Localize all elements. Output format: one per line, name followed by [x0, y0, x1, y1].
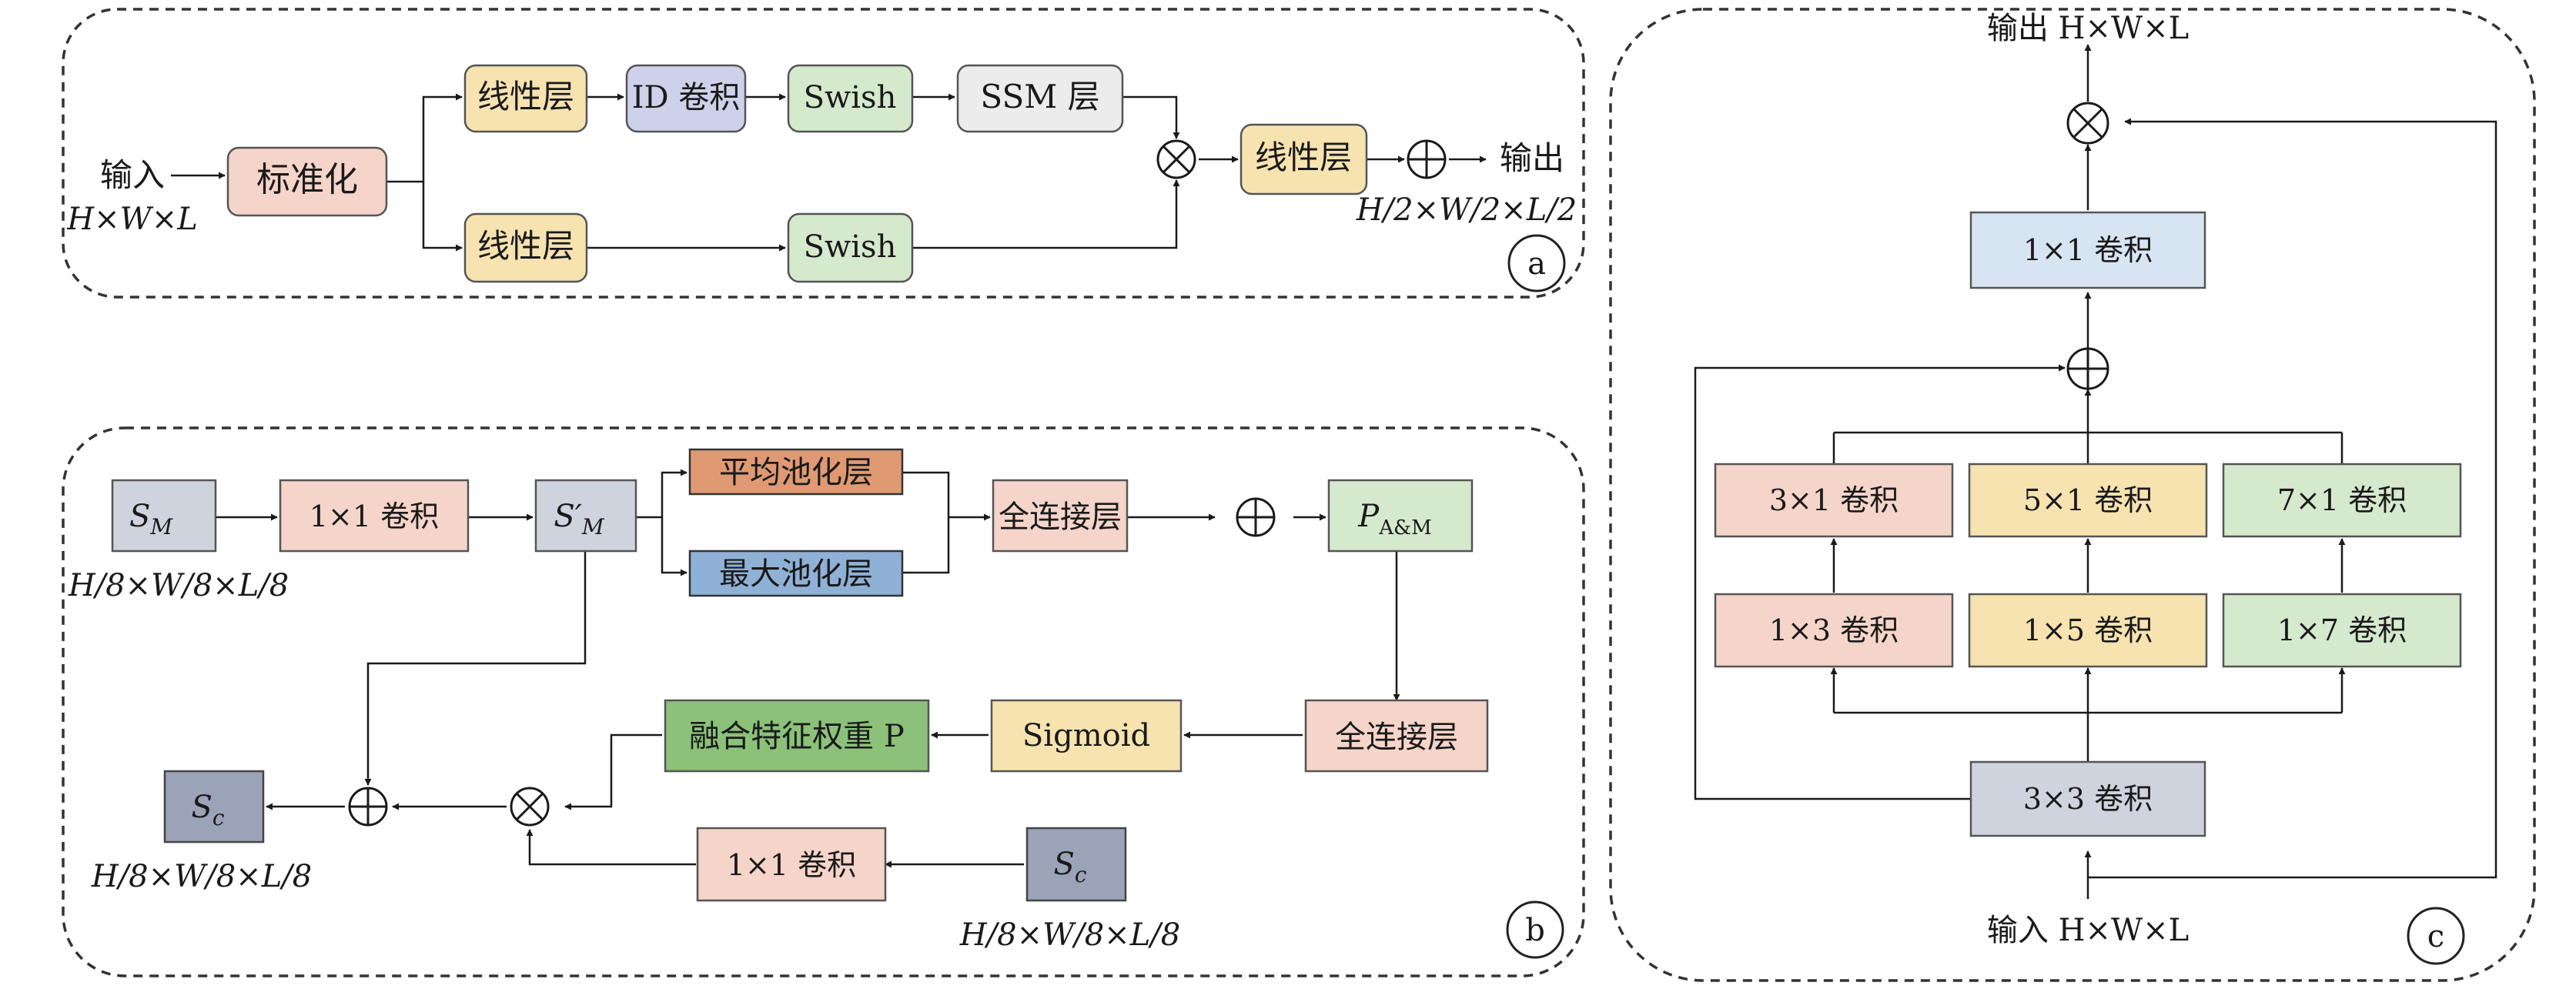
linear-top-box — [463, 64, 588, 133]
s-m-prime-label: S′M — [554, 499, 604, 540]
s-c-in-dim: H/8×W/8×L/8 — [959, 917, 1180, 953]
conv-top-label: 1×1 卷积 — [2023, 233, 2153, 267]
s-m-dim: H/8×W/8×L/8 — [68, 568, 289, 603]
panel-c-badge — [2407, 907, 2465, 965]
sigmoid-box — [990, 699, 1183, 773]
fc-top-box — [992, 479, 1129, 553]
conv15-box — [1968, 593, 2208, 668]
conv13-box — [1714, 593, 1954, 668]
linear-bottom-label: 线性层 — [477, 227, 574, 265]
conv1d-label: ID 卷积 — [632, 80, 741, 115]
conv71-box — [2222, 463, 2462, 538]
avg-pool-box — [688, 448, 904, 496]
panel-c-badge-label: c — [2427, 919, 2444, 954]
panel-a-border — [62, 8, 1585, 299]
linear-top-label: 线性层 — [477, 78, 574, 115]
p-box — [1327, 479, 1474, 553]
linear-bottom-box — [463, 212, 588, 283]
fused-weight-label: 融合特征权重 P — [689, 719, 905, 754]
input-label-a: 输入 — [100, 156, 165, 194]
fc-right-label: 全连接层 — [1335, 720, 1458, 755]
panel-b-badge — [1506, 900, 1564, 959]
norm-box — [226, 146, 388, 217]
conv71-label: 7×1 卷积 — [2277, 483, 2407, 517]
swish-bottom-box — [787, 212, 914, 283]
multiply-op-a — [1156, 139, 1196, 179]
conv15-label: 1×5 卷积 — [2023, 613, 2153, 647]
s-c-in-label: Sc — [1053, 847, 1086, 887]
conv2-label: 1×1 卷积 — [727, 848, 856, 882]
max-pool-label: 最大池化层 — [719, 556, 873, 592]
panel-a-badge-label: a — [1527, 246, 1546, 282]
conv1-box — [279, 479, 470, 553]
output-label-a: 输出 — [1500, 139, 1564, 177]
conv51-box — [1968, 463, 2208, 538]
ssm-box — [956, 64, 1124, 133]
conv1-label: 1×1 卷积 — [309, 500, 439, 533]
conv2-box — [696, 827, 887, 902]
conv31-box — [1714, 463, 1954, 538]
s-m-prime-box — [534, 479, 637, 553]
max-pool-box — [688, 550, 904, 597]
ssm-label: SSM 层 — [980, 78, 1099, 115]
input-label-c: 输入 H×W×L — [1987, 913, 2189, 948]
panel-b-badge-label: b — [1525, 913, 1545, 948]
conv1d-box — [625, 64, 747, 133]
add-op-b2 — [348, 787, 388, 827]
panel-c: 输出 H×W×L 1×1 卷积 3×1 卷积 5×1 卷积 7×1 卷积 1×3… — [1694, 11, 2497, 965]
panel-b: SM H/8×W/8×L/8 1×1 卷积 S′M 平均池化层 最大池化层 全连… — [68, 448, 1564, 959]
s-c-out-box — [163, 770, 265, 844]
p-label: PA&M — [1357, 499, 1431, 540]
sigmoid-label: Sigmoid — [1022, 718, 1150, 753]
add-op-b1 — [1236, 497, 1276, 537]
linear-out-box — [1239, 123, 1368, 195]
swish-bottom-label: Swish — [804, 229, 897, 265]
panel-c-border — [1609, 8, 2536, 982]
s-c-out-dim: H/8×W/8×L/8 — [91, 859, 312, 894]
output-dim-a: H/2×W/2×L/2 — [1356, 192, 1577, 228]
s-m-label: SM — [129, 499, 173, 540]
conv17-label: 1×7 卷积 — [2277, 613, 2407, 647]
s-m-box — [111, 479, 217, 553]
conv-top-box — [1969, 211, 2206, 289]
add-op-c — [2066, 347, 2109, 390]
panel-a-badge — [1507, 234, 1566, 292]
output-label-c: 输出 H×W×L — [1987, 11, 2189, 46]
s-c-out-label: Sc — [191, 790, 224, 830]
s-c-in-box — [1025, 827, 1127, 902]
swish-top-label: Swish — [804, 80, 897, 115]
conv31-label: 3×1 卷积 — [1769, 483, 1899, 517]
conv13-label: 1×3 卷积 — [1769, 613, 1899, 647]
linear-out-label: 线性层 — [1255, 139, 1352, 176]
conv51-label: 5×1 卷积 — [2023, 483, 2153, 517]
conv17-box — [2222, 593, 2462, 668]
conv33-label: 3×3 卷积 — [2023, 782, 2153, 816]
fc-right-box — [1304, 699, 1489, 773]
fused-weight-box — [664, 699, 930, 773]
panel-b-border — [62, 426, 1585, 977]
norm-label: 标准化 — [256, 160, 358, 199]
conv33-box — [1969, 760, 2206, 837]
input-dim-a: H×W×L — [66, 202, 198, 237]
avg-pool-label: 平均池化层 — [719, 455, 873, 490]
panel-a: 标准化 线性层 ID 卷积 Swish SSM 层 线性层 Swish 线性层 … — [66, 64, 1577, 292]
swish-top-box — [787, 64, 914, 133]
add-op-a — [1407, 139, 1447, 179]
multiply-op-c — [2066, 102, 2109, 145]
fc-top-label: 全连接层 — [999, 500, 1122, 535]
multiply-op-b — [510, 787, 550, 827]
